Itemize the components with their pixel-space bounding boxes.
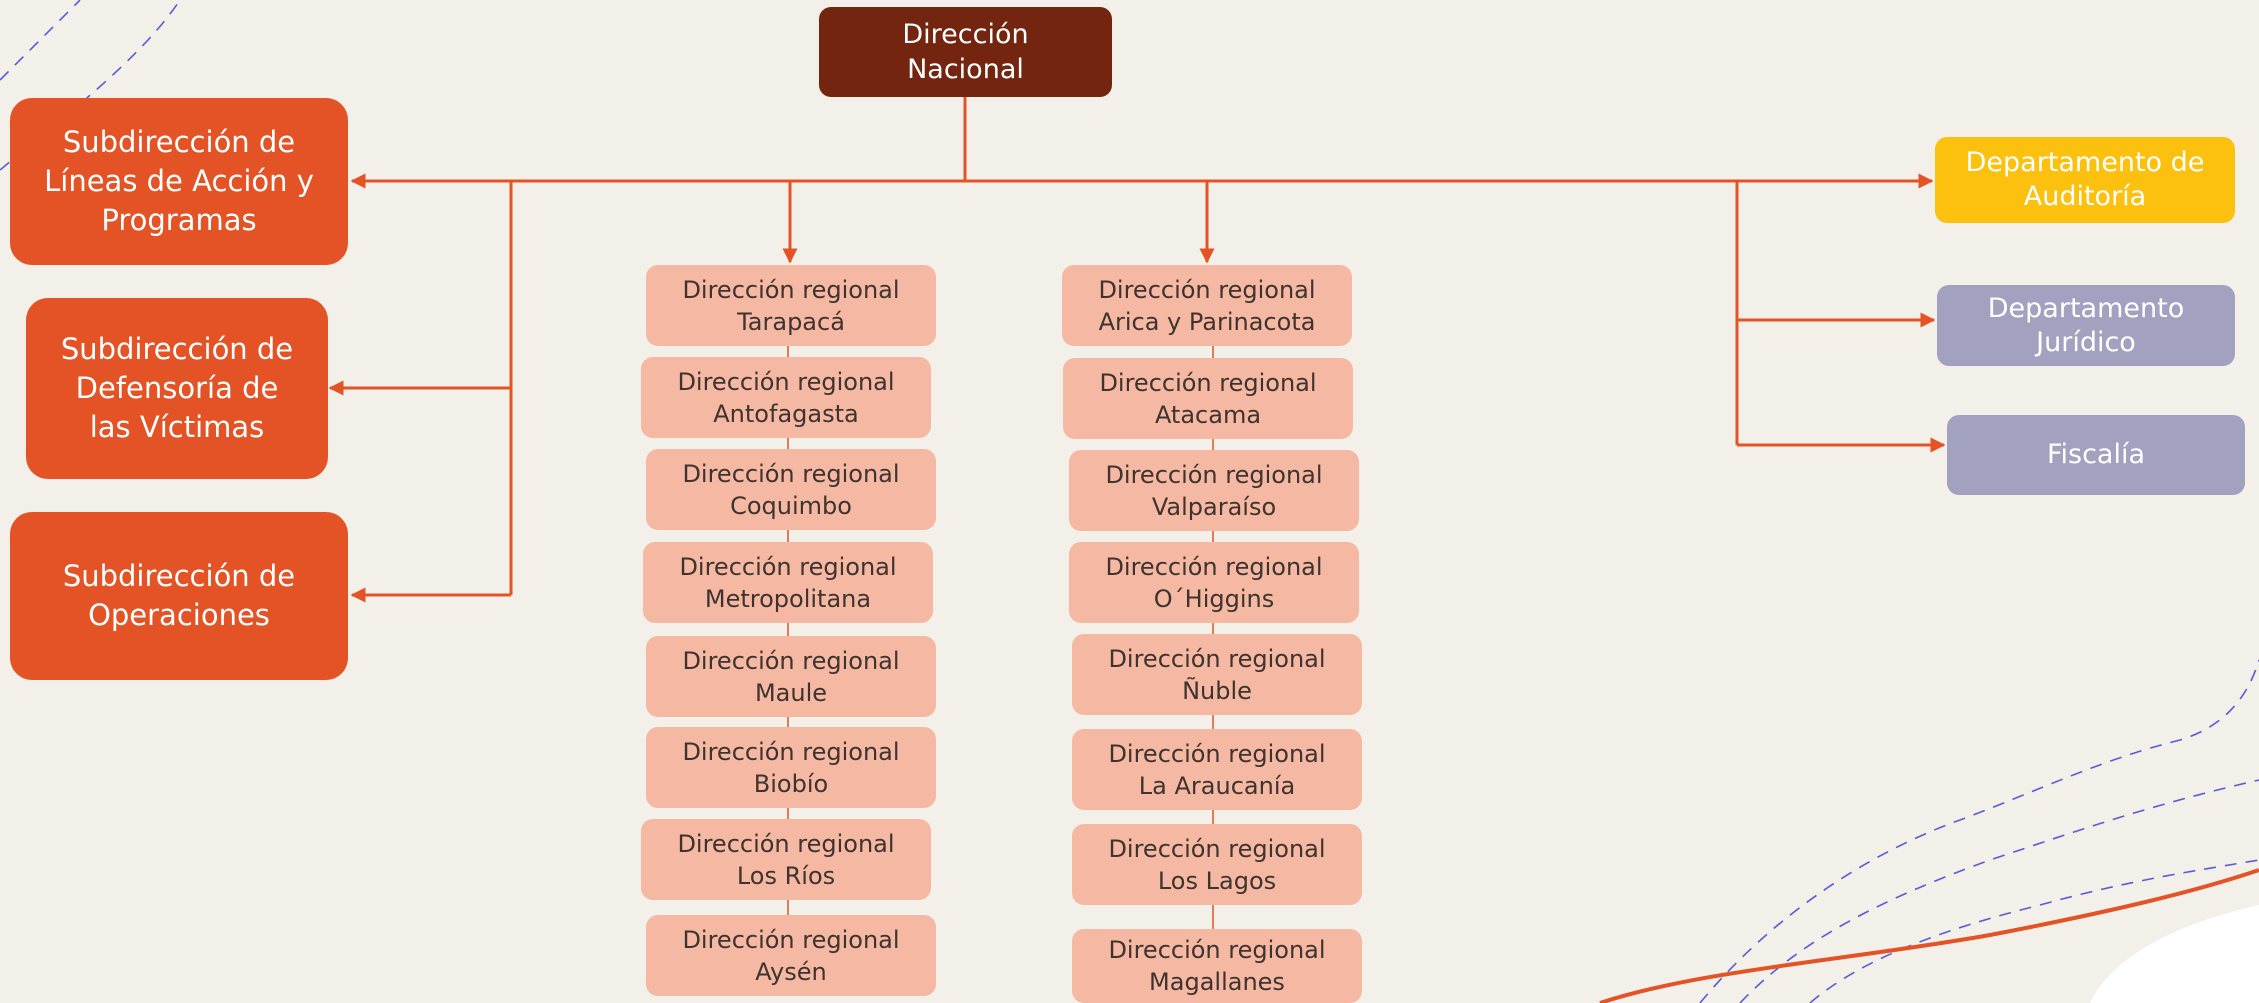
regional-label: Dirección regional Coquimbo [682, 459, 900, 520]
regional-box-aysen: Dirección regional Aysén [646, 915, 936, 996]
departamento-auditoria-box: Departamento de Auditoría [1935, 137, 2235, 223]
regional-box-tarapaca: Dirección regional Tarapacá [646, 265, 936, 346]
direccion-nacional-label: Dirección Nacional [902, 19, 1029, 85]
direccion-nacional-box: Dirección Nacional [819, 7, 1112, 97]
regional-label: Dirección regional Maule [682, 646, 900, 707]
fiscalia-label: Fiscalía [2046, 439, 2146, 470]
regional-label: Dirección regional Valparaíso [1105, 460, 1323, 521]
regional-label: Dirección regional Aysén [682, 925, 900, 986]
regional-box-biobio: Dirección regional Biobío [646, 727, 936, 808]
regional-label: Dirección regional Los Lagos [1108, 834, 1326, 895]
subdireccion-defensoria-label: Subdirección de Defensoría de las Víctim… [60, 332, 294, 444]
regional-label: Dirección regional Atacama [1099, 368, 1317, 429]
subdireccion-lineas-box: Subdirección de Líneas de Acción y Progr… [10, 98, 348, 265]
fiscalia-box: Fiscalía [1947, 415, 2245, 495]
regional-label: Dirección regional Biobío [682, 737, 900, 798]
regional-box-atacama: Dirección regional Atacama [1063, 358, 1353, 439]
regional-label: Dirección regional Magallanes [1108, 936, 1326, 996]
regional-box-valparaiso: Dirección regional Valparaíso [1069, 450, 1359, 531]
regional-label: Dirección regional Ñuble [1108, 644, 1326, 705]
regional-label: Dirección regional O´Higgins [1105, 552, 1323, 613]
regional-label: Dirección regional Antofagasta [677, 367, 895, 428]
regional-box-coquimbo: Dirección regional Coquimbo [646, 449, 936, 530]
departamento-juridico-label: Departamento Jurídico [1987, 292, 2185, 358]
connector-lines [328, 97, 1946, 603]
departamento-juridico-box: Departamento Jurídico [1937, 285, 2235, 366]
regional-box-ohiggins: Dirección regional O´Higgins [1069, 542, 1359, 623]
subdireccion-defensoria-box: Subdirección de Defensoría de las Víctim… [26, 298, 328, 479]
regional-box-araucania: Dirección regional La Araucanía [1072, 729, 1362, 810]
regional-label: Dirección regional Los Ríos [677, 829, 895, 890]
regional-box-los-lagos: Dirección regional Los Lagos [1072, 824, 1362, 905]
regional-box-los-rios: Dirección regional Los Ríos [641, 819, 931, 900]
subdireccion-lineas-label: Subdirección de Líneas de Acción y Progr… [44, 125, 314, 237]
regional-box-arica: Dirección regional Arica y Parinacota [1062, 265, 1352, 346]
subdireccion-operaciones-label: Subdirección de Operaciones [62, 559, 296, 632]
regional-label: Dirección regional Arica y Parinacota [1098, 275, 1316, 336]
departamento-auditoria-label: Departamento de Auditoría [1965, 147, 2205, 212]
regional-label: Dirección regional La Araucanía [1108, 739, 1326, 800]
decorative-orange-curve [1599, 868, 2259, 1003]
regional-label: Dirección regional Tarapacá [682, 275, 900, 336]
regional-box-maule: Dirección regional Maule [646, 636, 936, 717]
regional-box-antofagasta: Dirección regional Antofagasta [641, 357, 931, 438]
regional-box-metropolitana: Dirección regional Metropolitana [643, 542, 933, 623]
regional-label: Dirección regional Metropolitana [679, 552, 897, 613]
regional-box-nuble: Dirección regional Ñuble [1072, 634, 1362, 715]
decorative-white-blob [2090, 905, 2259, 1003]
regional-box-magallanes: Dirección regional Magallanes [1072, 929, 1362, 1003]
subdireccion-operaciones-box: Subdirección de Operaciones [10, 512, 348, 680]
